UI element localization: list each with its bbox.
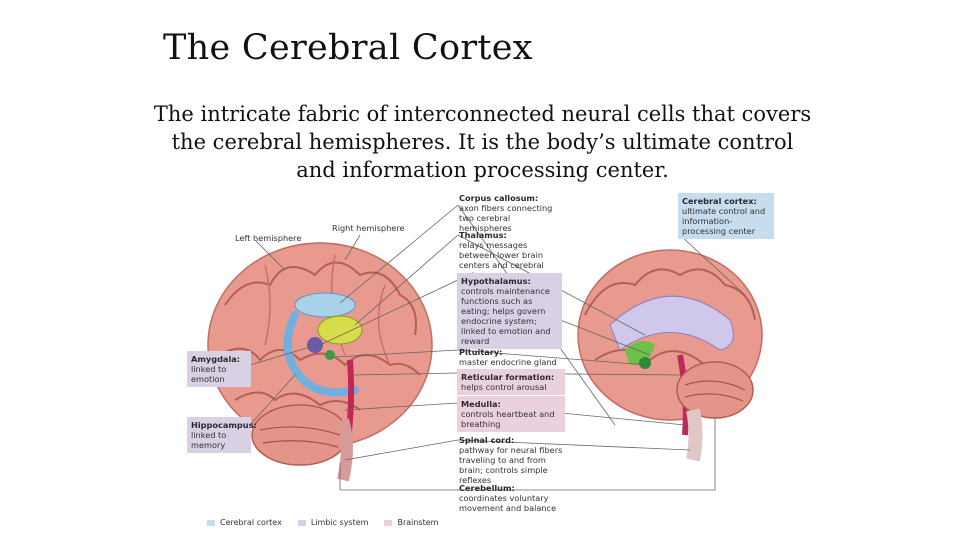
brain-illustration: [207, 204, 763, 491]
right-hemisphere-label: Right hemisphere: [332, 223, 405, 233]
corpus-callosum-label: Corpus callosum:axon fibers connecting t…: [459, 193, 553, 233]
legend-item-cerebral-cortex: Cerebral cortex: [207, 518, 282, 527]
spinal-cord-label: Spinal cord:pathway for neural fibers tr…: [459, 435, 563, 485]
left-hemisphere-label: Left hemisphere: [235, 233, 302, 243]
reticular-formation-label: Reticular formation:helps control arousa…: [457, 369, 565, 395]
legend-item-brainstem: Brainstem: [384, 518, 438, 527]
legend-item-limbic-system: Limbic system: [297, 518, 368, 527]
right-brain-illustration: [577, 249, 763, 462]
slide-title: The Cerebral Cortex: [163, 28, 533, 68]
hippocampus-label: Hippocampus:linked to memory: [187, 417, 257, 453]
amygdala-label: Amygdala:linked to emotion: [187, 351, 251, 387]
slide-subtitle: The intricate fabric of interconnected n…: [153, 102, 812, 182]
pituitary-label: Pituitary:master endocrine gland: [459, 347, 557, 367]
cerebellum-label: Cerebellum:coordinates voluntary movemen…: [459, 483, 557, 513]
brain-diagram: Left hemisphere Right hemisphere Corpus …: [185, 185, 785, 535]
diagram-legend: Cerebral cortex Limbic system Brainstem: [207, 518, 438, 527]
cerebral-cortex-label: Cerebral cortex:ultimate control and inf…: [678, 193, 774, 239]
hypothalamus-label: Hypothalamus:controls maintenance functi…: [457, 273, 562, 349]
medulla-label: Medulla:controls heartbeat and breathing: [457, 396, 565, 432]
